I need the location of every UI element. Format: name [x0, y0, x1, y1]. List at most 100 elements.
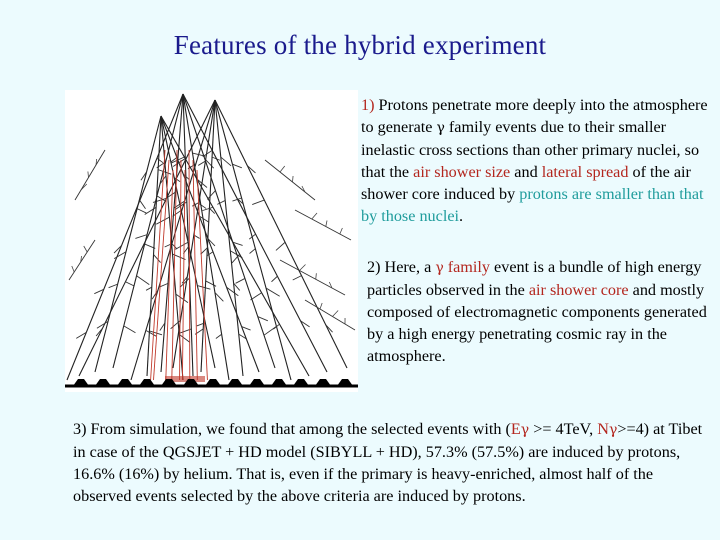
shower-branch [196, 322, 206, 327]
shower-branch [167, 191, 176, 198]
shower-branch [192, 152, 206, 157]
shower-branch [205, 280, 217, 287]
shower-branch [236, 198, 244, 205]
core-hit-area [165, 376, 205, 382]
shower-track [160, 93, 184, 373]
shower-branch [178, 334, 191, 343]
sub-shower-track [74, 149, 106, 201]
sub-shower-track [279, 259, 346, 296]
point-3-text: 3) From simulation, we found that among … [73, 418, 713, 507]
shower-branch [76, 332, 87, 339]
core-red-track [153, 159, 170, 381]
detector-unit [249, 379, 265, 386]
shower-track [160, 115, 260, 373]
shower-track [182, 93, 230, 381]
sub-shower-branch [83, 245, 88, 253]
air-shower-diagram [65, 90, 358, 392]
shower-branch [233, 282, 241, 291]
detector-unit [271, 379, 287, 386]
air-shower-svg [65, 93, 358, 388]
shower-track [214, 99, 348, 369]
detector-unit [139, 379, 155, 386]
point-1-segment: family events due to their smaller inela… [361, 118, 700, 181]
core-red-track [171, 149, 178, 381]
shower-branch [175, 293, 189, 304]
detector-unit [227, 379, 243, 386]
sub-shower-branch [80, 183, 88, 191]
shower-branch [159, 322, 166, 331]
shower-branch [265, 287, 280, 297]
shower-branch [248, 233, 256, 240]
gamma-symbol: γ [520, 422, 530, 438]
shower-branch [215, 333, 222, 339]
shower-branch [198, 203, 207, 209]
shower-branch [209, 207, 216, 214]
shower-branch [199, 215, 210, 223]
core-red-track [192, 159, 198, 381]
shower-branch [175, 241, 189, 250]
shower-branch [113, 245, 122, 254]
shower-track [182, 93, 276, 369]
shower-branch [136, 208, 147, 214]
point-1-segment: of the air shower core induced by [361, 163, 691, 203]
shower-branch [249, 248, 256, 254]
shower-branch [217, 200, 226, 205]
sub-shower-branch [71, 265, 75, 273]
shower-branch [232, 241, 243, 246]
shower-track [146, 115, 162, 377]
shower-branch [214, 292, 224, 302]
gamma-symbol: γ [436, 120, 445, 136]
core-red-track [196, 169, 208, 381]
shower-branch [149, 330, 163, 336]
point-1-segment: and [510, 163, 542, 181]
point-2-text: 2) Here, a γ family event is a bundle of… [367, 256, 715, 367]
shower-branch [172, 209, 182, 217]
shower-branch [113, 251, 127, 260]
sub-shower-branch [95, 158, 98, 166]
shower-branch [235, 278, 246, 284]
sub-shower-branch [80, 255, 82, 263]
shower-track [160, 115, 310, 377]
shower-branch [206, 190, 216, 200]
shower-branch [135, 234, 148, 239]
shower-branch [125, 281, 135, 287]
point-3-segment: 3) From simulation, we found that among … [73, 420, 511, 438]
point-2-segment: and mostly composed of electromagnetic c… [367, 281, 707, 365]
highlight-protons-smaller: protons are smaller than that by those n… [361, 185, 704, 225]
point-2-segment: event is a bundle of high energy particl… [367, 258, 702, 299]
shower-branch [325, 324, 333, 333]
core-red-track [165, 169, 174, 381]
shower-branch [241, 326, 251, 331]
shower-branch [257, 316, 269, 322]
sub-shower-branch [299, 264, 306, 271]
shower-branch [220, 156, 232, 167]
shower-branch [200, 247, 208, 255]
detector-unit [183, 379, 199, 386]
sub-shower-branch [319, 302, 323, 310]
sub-shower-branch [332, 310, 339, 317]
number-symbol: N [597, 420, 609, 438]
shower-branch [157, 169, 172, 175]
shower-branch [156, 157, 164, 164]
shower-branch [198, 160, 206, 166]
shower-branch [144, 206, 157, 215]
sub-shower-branch [325, 220, 328, 227]
core-red-track [150, 149, 166, 381]
shower-branch [151, 289, 159, 300]
shower-branch [231, 253, 241, 264]
detector-unit [95, 379, 111, 386]
shower-branch [207, 238, 216, 247]
shower-branch [145, 286, 152, 291]
shower-branch [153, 254, 161, 263]
point-3-segment: >= 4TeV, [529, 420, 598, 438]
shower-branch [246, 165, 256, 174]
shower-branch [232, 163, 243, 169]
shower-branch [183, 173, 190, 181]
shower-branch [238, 333, 247, 340]
sub-shower-branch [315, 273, 317, 280]
point-2-number: 2) [367, 258, 381, 276]
sub-shower-branch [279, 165, 286, 173]
shower-track [200, 99, 216, 373]
point-2-segment: Here, a [380, 258, 436, 276]
shower-track [214, 99, 244, 377]
